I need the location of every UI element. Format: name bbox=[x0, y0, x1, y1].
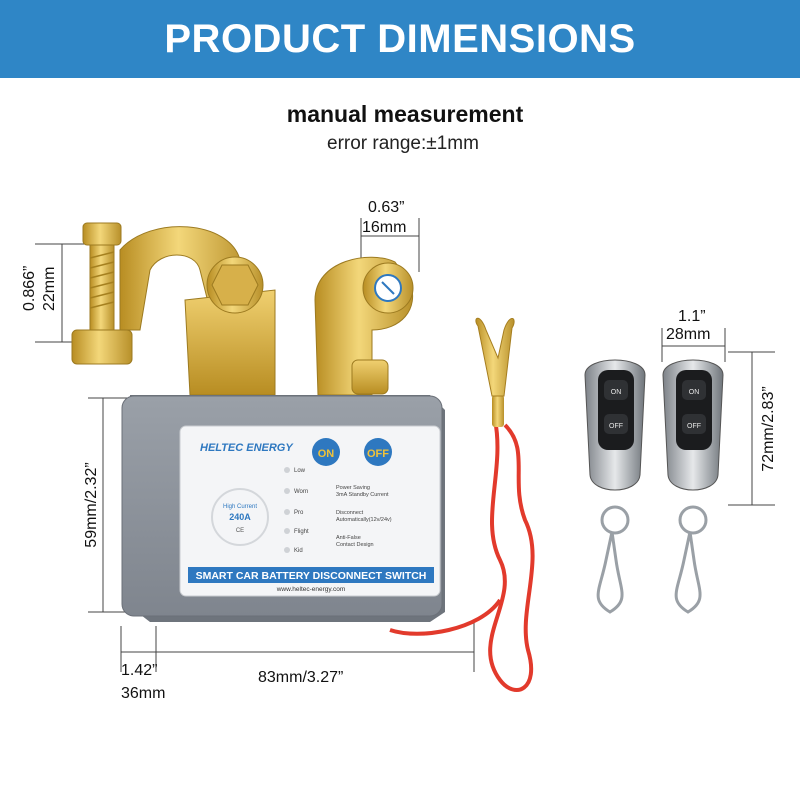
mode-label: Kid bbox=[294, 548, 303, 554]
remote-width-inch: 1.1” bbox=[678, 308, 706, 325]
remote-left bbox=[584, 359, 646, 614]
mode-label: Low bbox=[294, 468, 306, 474]
mode-label: Pro bbox=[294, 510, 304, 516]
switch-housing bbox=[121, 395, 445, 622]
remote-width-mm: 28mm bbox=[666, 326, 711, 343]
page-title: PRODUCT DIMENSIONS bbox=[164, 16, 636, 61]
measurement-heading: manual measurement bbox=[286, 101, 524, 127]
depth-inch: 1.42” bbox=[121, 662, 158, 679]
terminal-post-right bbox=[314, 256, 414, 396]
mode-label: Flight bbox=[294, 529, 309, 535]
body-width: 83mm/3.27” bbox=[258, 669, 344, 686]
remote-height: 72mm/2.83” bbox=[760, 386, 777, 472]
remote-off-label: OFF bbox=[687, 423, 701, 430]
remote-right bbox=[662, 359, 724, 614]
current-label: High Current bbox=[223, 504, 257, 510]
product-name: SMART CAR BATTERY DISCONNECT SWITCH bbox=[196, 570, 427, 582]
on-button-label: ON bbox=[318, 448, 335, 460]
remote-off-label: OFF bbox=[609, 423, 623, 430]
current-value: 240A bbox=[229, 512, 251, 522]
brand-logo: HELTEC ENERGY bbox=[200, 442, 294, 454]
device-labels: HELTEC ENERGY ON OFF High Current 240A C… bbox=[196, 389, 701, 593]
clamp-height-inch: 0.866” bbox=[21, 265, 38, 311]
bolt-width-inch: 0.63” bbox=[368, 199, 405, 216]
clamp-height-mm: 22mm bbox=[41, 266, 58, 311]
header-banner: PRODUCT DIMENSIONS bbox=[0, 0, 800, 78]
mode-label: Worn bbox=[294, 489, 308, 495]
remote-on-label: ON bbox=[611, 389, 622, 396]
body-height: 59mm/2.32” bbox=[83, 462, 100, 548]
remote-on-label: ON bbox=[689, 389, 700, 396]
depth-mm: 36mm bbox=[121, 685, 166, 702]
dimension-lines bbox=[35, 218, 775, 672]
red-wire bbox=[389, 317, 535, 692]
bolt-width-mm: 16mm bbox=[362, 219, 407, 236]
website-text: www.heltec-energy.com bbox=[276, 586, 346, 593]
off-button-label: OFF bbox=[367, 448, 389, 460]
error-range-text: error range:±1mm bbox=[327, 133, 479, 154]
ce-mark: CE bbox=[236, 528, 244, 534]
battery-clamp-left bbox=[71, 222, 276, 396]
